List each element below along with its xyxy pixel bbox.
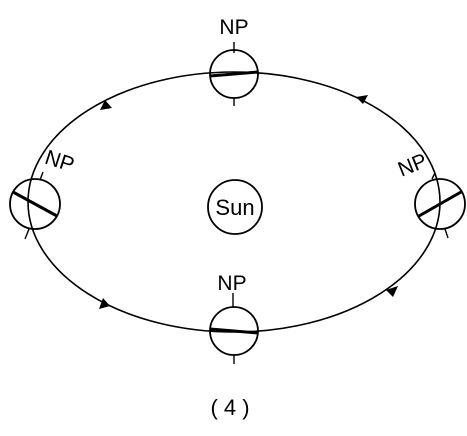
pole-label-left: NP: [42, 146, 77, 177]
orbit-arrow-bottom-right: [386, 286, 398, 297]
orbit-arrow-top-right: [356, 95, 368, 104]
pole-label-top: NP: [219, 16, 248, 39]
earth-bottom: NP: [209, 272, 259, 364]
earth-top: NP: [209, 16, 259, 106]
orbit-arrow-top-left: [100, 100, 112, 110]
figure-caption: ( 4 ): [210, 395, 249, 420]
sun: Sun: [207, 179, 263, 235]
sun-label: Sun: [215, 195, 254, 220]
earth-left: NP: [9, 146, 77, 240]
orbit-arrow-bottom-left: [99, 298, 110, 309]
pole-label-bottom: NP: [217, 272, 246, 295]
